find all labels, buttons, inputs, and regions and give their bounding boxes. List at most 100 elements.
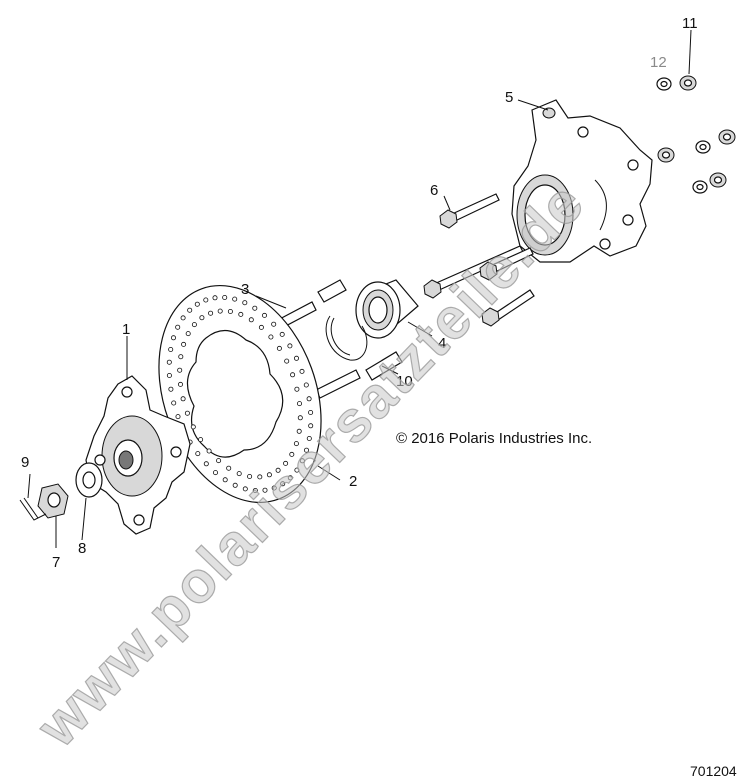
disc-hole [283, 460, 289, 466]
callout-10: 10 [396, 373, 413, 390]
disc-hole [266, 472, 272, 478]
disc-hole [306, 435, 312, 441]
disc-hole [252, 305, 258, 311]
disc-hole [212, 470, 218, 476]
disc-hole [175, 324, 181, 330]
disc-hole [296, 428, 302, 434]
disc-hole [275, 467, 281, 473]
disc-hole [262, 487, 268, 493]
disc-hole [222, 477, 228, 483]
disc-hole [180, 315, 186, 321]
disc-hole [252, 487, 258, 493]
bolt-6 [439, 193, 500, 229]
disc-hole [303, 382, 309, 388]
cotter-pin-9 [19, 497, 47, 521]
disc-hole [208, 310, 214, 316]
disc-hole [308, 409, 314, 415]
disc-hole [227, 308, 233, 314]
disc-hole [258, 324, 264, 330]
disc-holes [166, 294, 314, 493]
disc-hole [177, 367, 183, 373]
disc-hole [232, 296, 238, 302]
disc-hole [248, 317, 254, 323]
callout-labels: 1 2 3 4 5 6 7 8 9 10 11 12 [21, 15, 698, 571]
disc-hole [185, 331, 191, 337]
wheel-hub [85, 375, 191, 535]
disc-hole [181, 341, 187, 347]
washer-8 [75, 462, 103, 498]
disc-hole [212, 295, 218, 301]
drawing-number: 701204 [690, 763, 737, 779]
disc-hole [303, 447, 309, 453]
disc-hole [184, 410, 190, 416]
disc-hole [261, 312, 267, 318]
callout-6: 6 [430, 182, 438, 199]
disc-hole [198, 437, 204, 443]
disc-hole [299, 368, 305, 374]
disc-hole [166, 359, 172, 365]
disc-hole [284, 358, 290, 364]
bearing-carrier-knuckle [511, 99, 653, 263]
disc-hole [166, 372, 172, 378]
disc-hole [271, 485, 277, 491]
disc-hole [175, 414, 181, 420]
disc-hole [276, 345, 282, 351]
disc-hole [268, 334, 274, 340]
callout-1: 1 [122, 321, 130, 338]
disc-hole [294, 467, 300, 473]
disc-hole [180, 396, 186, 402]
disc-hole [289, 451, 295, 457]
disc-hole [171, 400, 177, 406]
disc-hole [308, 423, 314, 429]
disc-hole [280, 481, 286, 487]
disc-hole [190, 424, 196, 430]
disc-hole [187, 307, 193, 313]
disc-hole [287, 343, 293, 349]
callout-2: 2 [349, 473, 357, 490]
disc-hole [195, 451, 201, 457]
disc-hole [206, 448, 212, 454]
disc-hole [290, 372, 296, 378]
disc-hole [296, 401, 302, 407]
disc-hole [236, 471, 242, 477]
disc-hole [226, 465, 232, 471]
castle-nut-7 [37, 483, 69, 519]
disc-hole [306, 396, 312, 402]
disc-hole [191, 322, 197, 328]
bolt-lower-a [423, 245, 524, 299]
disc-hole [168, 346, 174, 352]
callout-11: 11 [682, 15, 698, 32]
callout-3: 3 [241, 281, 249, 298]
disc-hole [271, 321, 277, 327]
bolt-lower-b [479, 247, 534, 281]
brake-disc [158, 284, 322, 504]
disc-hole [293, 441, 299, 447]
callout-12: 12 [650, 54, 667, 71]
disc-hole [217, 308, 223, 314]
disc-hole [257, 474, 263, 480]
nut-and-washer-top [656, 75, 697, 91]
disc-hole [242, 486, 248, 492]
disc-hole [232, 482, 238, 488]
disc-hole [279, 331, 285, 337]
callout-8: 8 [78, 540, 86, 557]
disc-hole [247, 473, 253, 479]
disc-hole [299, 458, 305, 464]
nuts-and-washers-right [657, 129, 736, 194]
callout-4: 4 [438, 335, 446, 352]
disc-hole [203, 461, 209, 467]
disc-hole [194, 301, 200, 307]
callout-5: 5 [505, 89, 513, 106]
disc-hole [203, 297, 209, 303]
wheel-bearing [355, 279, 419, 339]
disc-hole [293, 355, 299, 361]
copyright-notice: © 2016 Polaris Industries Inc. [396, 430, 592, 447]
callout-9: 9 [21, 454, 29, 471]
disc-hole [199, 315, 205, 321]
disc-hole [178, 354, 184, 360]
retaining-ring [325, 315, 368, 361]
disc-hole [287, 475, 293, 481]
disc-hole [168, 386, 174, 392]
disc-hole [170, 335, 176, 341]
